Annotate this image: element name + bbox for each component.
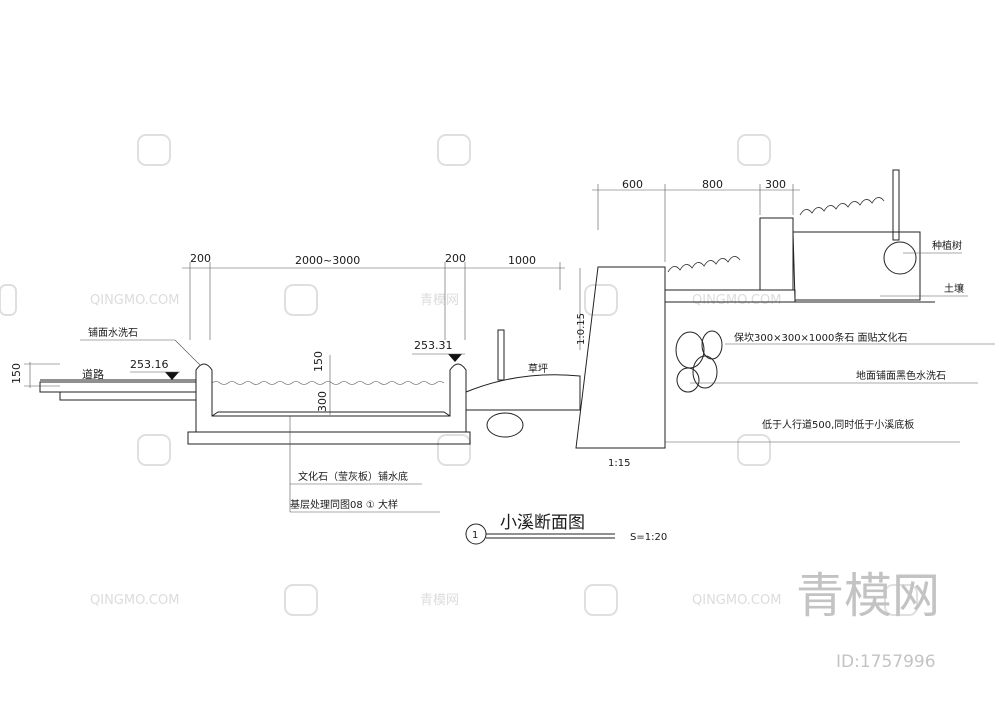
dim-800: 800 (702, 178, 723, 191)
leader-lines (80, 252, 995, 513)
dim-300: 300 (765, 178, 786, 191)
watermark-site: QINGMO.COM (692, 593, 781, 608)
dim-1000: 1000 (508, 254, 536, 267)
dim-600: 600 (622, 178, 643, 191)
watermark-site: QINGMO.COM (90, 293, 179, 308)
dim-2000-3000: 2000~3000 (295, 254, 360, 267)
tree-icon (883, 169, 917, 275)
label-soil: 土壤 (944, 282, 964, 295)
label-base-note: 基层处理同图08 ① 大样 (290, 498, 398, 511)
drawing-title (465, 523, 615, 545)
title-scale: S=1:20 (630, 532, 667, 543)
slope-wall-top: 1:0.15 (576, 313, 587, 345)
watermark-logo-icon (0, 134, 918, 616)
label-ground-paving: 地面铺面黑色水洗石 (856, 369, 946, 382)
watermark-brand: 青模网 (796, 568, 940, 624)
elevation-marker-right-icon (412, 353, 465, 362)
title-text: 小溪断面图 (500, 513, 585, 533)
watermark-site: QINGMO.COM (90, 593, 179, 608)
retaining-wall (575, 217, 935, 449)
watermark-site-cn: 青模网 (420, 293, 459, 308)
dim-300-mid: 300 (316, 391, 329, 412)
dim-200-right: 200 (445, 252, 466, 265)
watermark-id: ID:1757996 (836, 652, 936, 672)
label-lawn: 草坪 (528, 362, 548, 375)
watermark-layer: QINGMO.COM QINGMO.COM QINGMO.COM QINGMO.… (0, 134, 940, 672)
elevation-marker-left-icon (130, 371, 180, 380)
label-paving-stone: 铺面水洗石 (88, 326, 138, 339)
rock-stack-icon (675, 330, 723, 393)
elevation-left: 253.16 (130, 358, 169, 371)
dim-150-left: 150 (10, 363, 23, 384)
label-tree: 种植树 (932, 239, 962, 252)
elevation-right: 253.31 (414, 339, 453, 352)
lawn-mound (465, 329, 581, 438)
label-road: 道路 (82, 367, 104, 381)
dim-200-left: 200 (190, 252, 211, 265)
label-lower-note: 低于人行道500,同时低于小溪底板 (762, 418, 914, 431)
watermark-site: QINGMO.COM (692, 293, 781, 308)
title-number: 1 (472, 530, 478, 541)
road-section (39, 379, 197, 401)
label-base-stone: 文化石（莹灰板）铺水底 (298, 470, 408, 483)
slope-wall-bottom: 1:15 (608, 458, 630, 469)
dimension-lines (24, 184, 800, 415)
dim-150-mid: 150 (312, 351, 325, 372)
watermark-site-cn: 青模网 (420, 593, 459, 608)
stream-channel (187, 363, 471, 445)
shrub-icon (667, 197, 885, 273)
label-kerb: 保坎300×300×1000条石 面贴文化石 (734, 331, 908, 344)
